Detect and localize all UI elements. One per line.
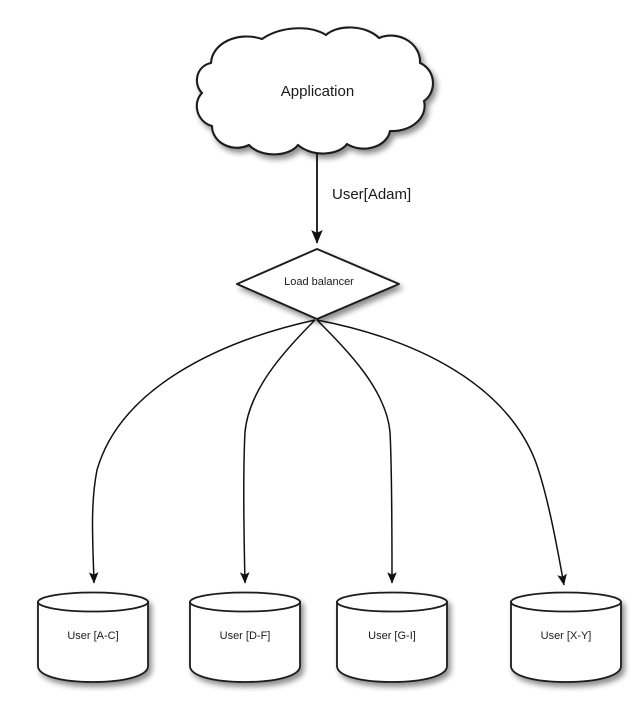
cylinder-db-0[interactable] (37, 591, 149, 683)
diamond-load-balancer[interactable] (236, 248, 400, 320)
cylinder-db-2[interactable] (336, 591, 448, 683)
diamond-label-load-balancer: Load balancer (284, 276, 354, 288)
cylinder-db-3[interactable] (510, 591, 622, 683)
cylinder-label-db-2: User [G-I] (368, 630, 416, 642)
edge-lb-to-db-0[interactable] (88, 319, 316, 584)
cylinder-label-db-3: User [X-Y] (540, 630, 592, 642)
edge-lb-to-db-1[interactable] (239, 319, 316, 584)
edge-lb-to-db-3[interactable] (316, 319, 567, 586)
cloud-label-application: Application (280, 83, 355, 100)
cylinder-label-db-0: User [A-C] (67, 630, 119, 642)
cylinder-db-1[interactable] (189, 591, 301, 683)
edge-label-user-adam: User[Adam] (332, 186, 412, 203)
edge-lb-to-db-2[interactable] (316, 319, 397, 584)
cylinder-label-db-1: User [D-F] (219, 630, 271, 642)
cloud-application[interactable] (195, 26, 434, 156)
